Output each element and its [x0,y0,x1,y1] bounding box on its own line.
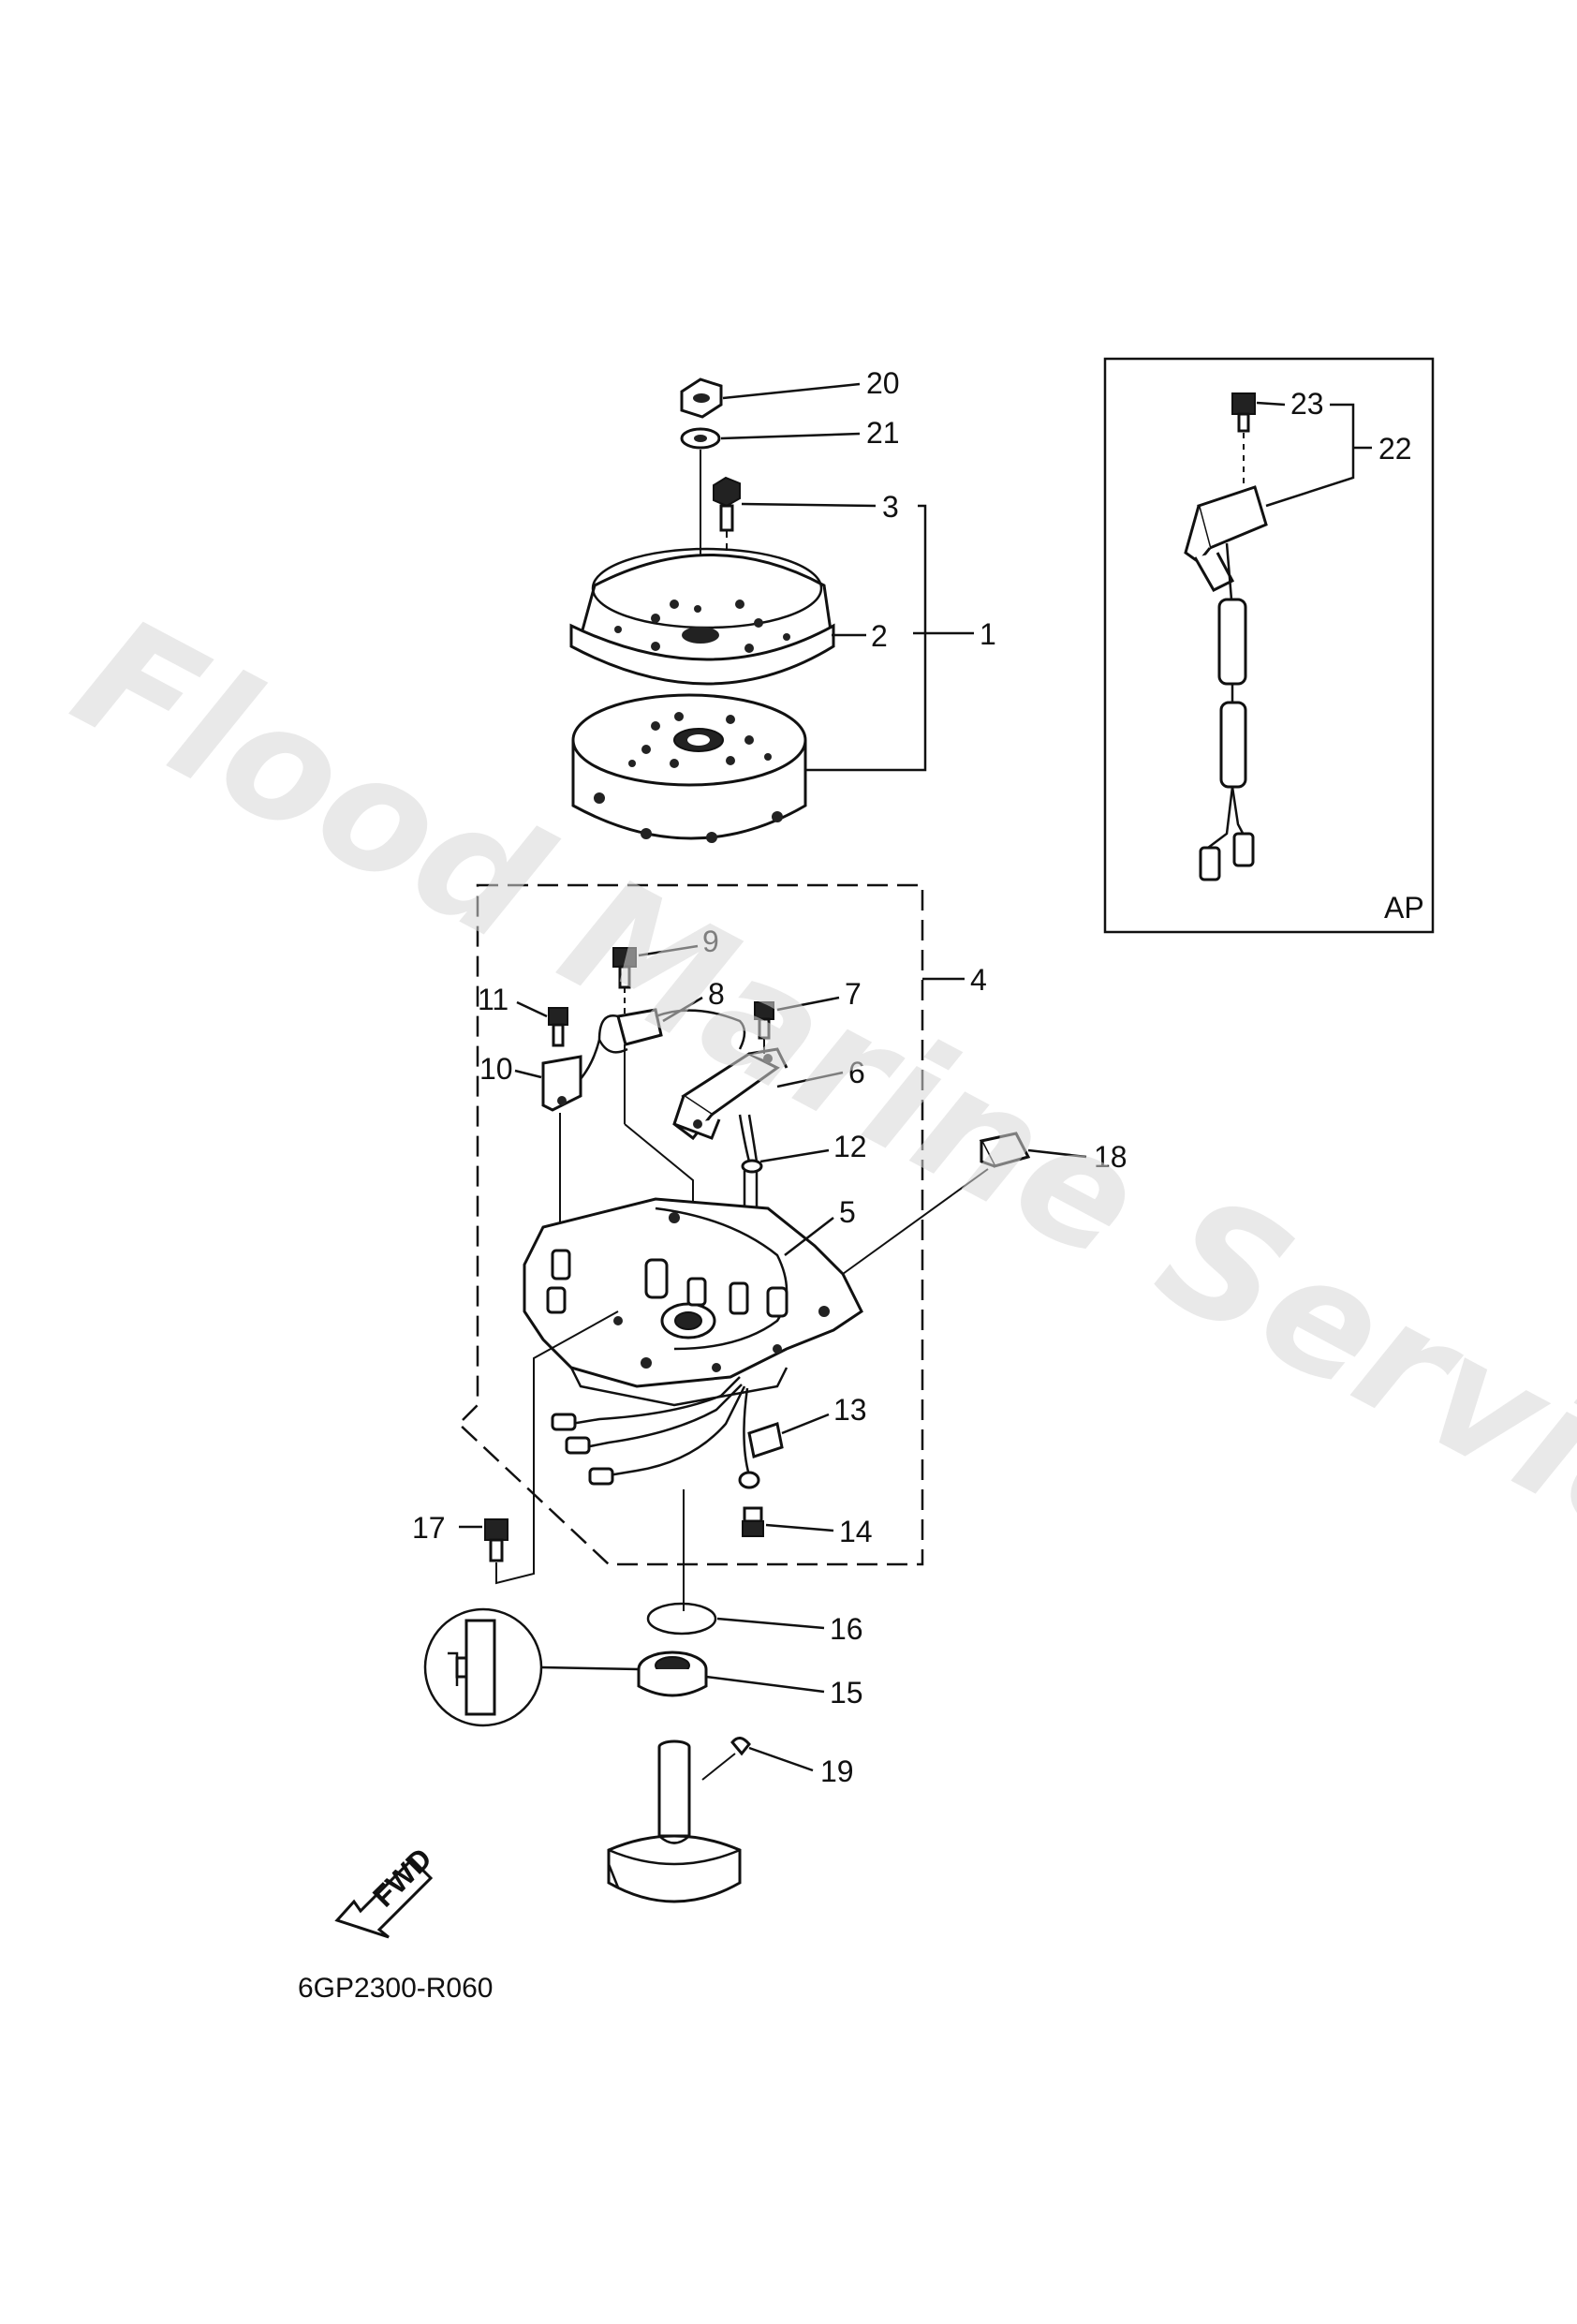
fwd-arrow-icon: FWD [334,1842,438,1939]
callout-15: 15 [830,1676,863,1710]
callout-13: 13 [833,1393,867,1427]
part-23-screw[interactable] [1231,392,1256,433]
callout-11: 11 [478,983,508,1016]
detail-magnifier [423,1607,640,1727]
part-crankshaft[interactable] [607,1739,742,1903]
callout-22: 22 [1378,432,1412,466]
callout-9: 9 [702,925,719,958]
part-2-flywheel-cup[interactable] [569,547,835,686]
callout-16: 16 [830,1612,863,1646]
part-5-stator-base[interactable] [523,1197,863,1407]
part-22-rectifier[interactable] [1184,485,1268,881]
part-15-oil-seal[interactable] [637,1650,708,1697]
part-6-charge-coil[interactable] [672,1047,788,1141]
flywheel-assembly: 20 21 3 1 [569,366,996,843]
part-3-bolt[interactable] [713,476,741,532]
callout-14: 14 [839,1515,873,1548]
part-10-clamp[interactable] [541,1055,582,1112]
callout-7: 7 [845,977,862,1011]
callout-3: 3 [882,490,899,524]
part-13-clamp[interactable] [747,1422,784,1458]
inset-ap-box: 23 22 AP [1103,357,1435,934]
callout-2: 2 [871,619,888,653]
part-flywheel[interactable] [571,693,807,843]
part-16-o-ring[interactable] [646,1602,717,1636]
part-21-washer[interactable] [680,427,721,450]
callout-20: 20 [866,366,900,400]
callout-17: 17 [412,1511,446,1545]
callout-5: 5 [839,1195,856,1229]
callout-23: 23 [1290,387,1324,421]
part-17-bolt[interactable] [484,1518,508,1562]
callout-6: 6 [848,1056,865,1089]
part-11-screw[interactable] [548,1007,568,1047]
stator-wire-leads [551,1376,760,1489]
diagram-code: 6GP2300-R060 [298,1973,493,2004]
part-19-woodruff-key[interactable] [730,1737,751,1756]
callout-4: 4 [970,963,987,997]
part-20-nut[interactable] [680,377,723,419]
lower-parts: 16 15 19 [423,1489,863,1903]
part-14-screw[interactable] [742,1506,764,1537]
callout-8: 8 [708,977,725,1011]
callout-18: 18 [1094,1140,1127,1174]
callout-19: 19 [820,1754,854,1788]
part-18-connector[interactable] [979,1132,1031,1168]
callout-1: 1 [980,617,996,651]
callout-10: 10 [479,1052,513,1086]
callout-21: 21 [866,416,900,450]
watermark: Flood Marine Services [48,582,1577,1677]
inset-tag: AP [1384,891,1424,925]
callout-12: 12 [833,1130,867,1163]
stator-parts: 9 8 7 11 10 [412,925,873,1585]
part-9-screw[interactable] [612,947,637,989]
